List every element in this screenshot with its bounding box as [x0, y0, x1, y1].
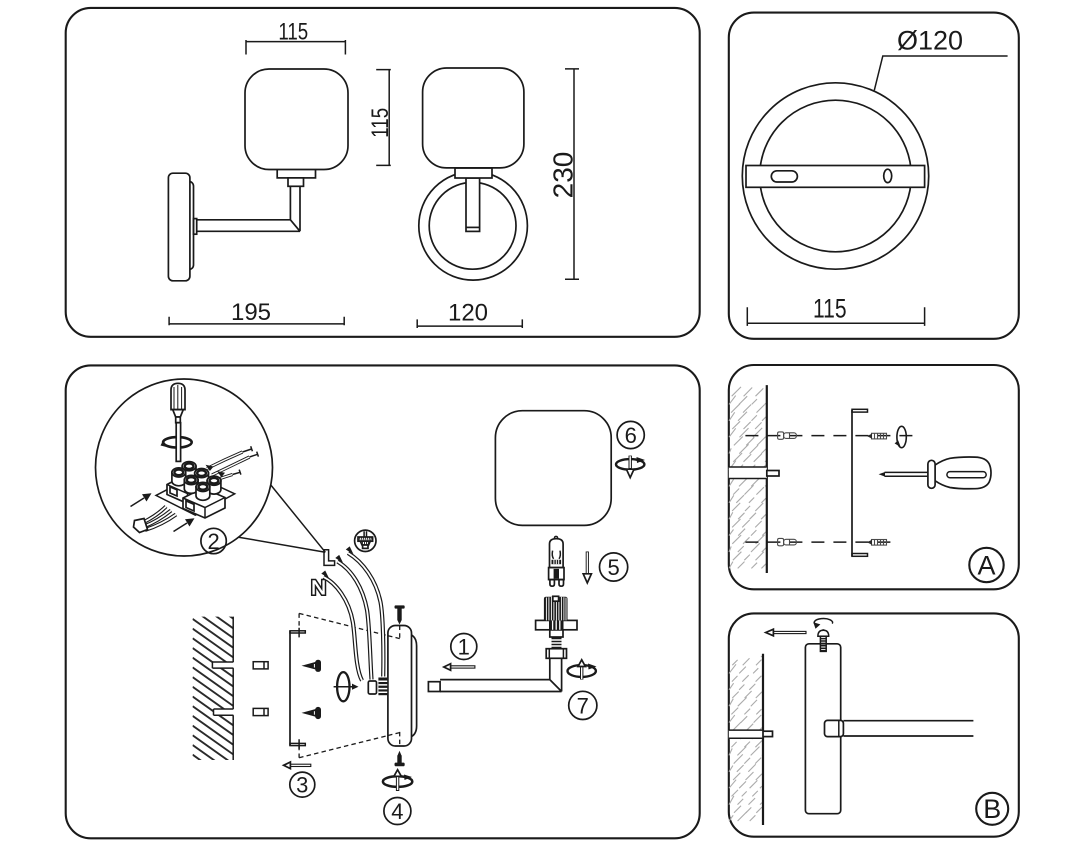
svg-text:Ø120: Ø120 — [897, 26, 963, 56]
svg-text:4: 4 — [391, 799, 403, 824]
svg-text:230: 230 — [548, 152, 579, 199]
svg-text:2: 2 — [207, 529, 219, 554]
svg-text:7: 7 — [577, 693, 589, 718]
svg-text:115: 115 — [367, 108, 394, 138]
svg-text:115: 115 — [278, 18, 308, 45]
svg-text:120: 120 — [448, 300, 488, 327]
svg-text:3: 3 — [296, 773, 308, 798]
svg-text:115: 115 — [813, 294, 847, 324]
svg-text:6: 6 — [625, 423, 637, 448]
svg-text:1: 1 — [458, 635, 470, 660]
svg-text:A: A — [977, 551, 995, 581]
svg-text:5: 5 — [607, 555, 619, 580]
svg-text:B: B — [983, 794, 1001, 824]
svg-text:195: 195 — [231, 299, 271, 326]
